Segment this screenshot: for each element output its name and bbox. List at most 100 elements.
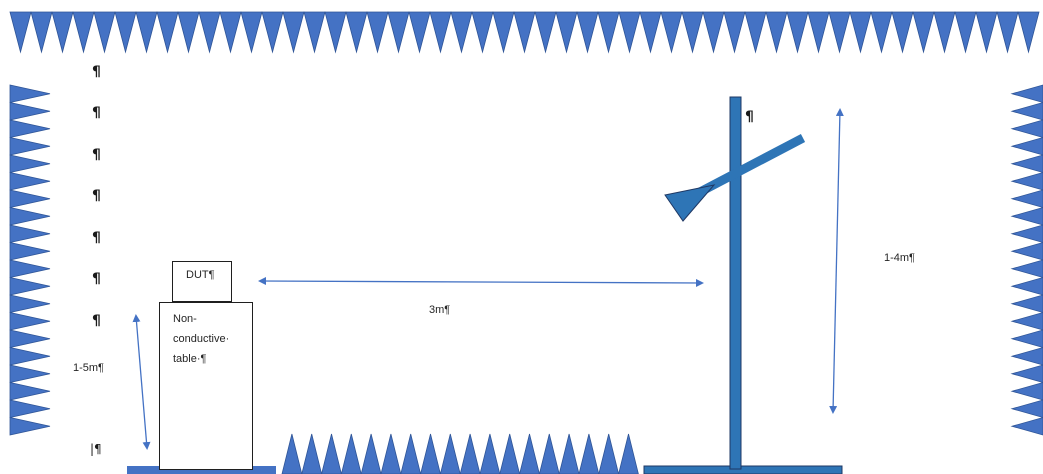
distance-label: 3m¶ [429, 304, 451, 316]
right-wall-absorber-cone [1010, 154, 1043, 173]
table-label-line3: table·¶ [173, 353, 207, 365]
dut-box: DUT¶ [172, 261, 232, 302]
floor-absorber-cone [459, 433, 481, 474]
table-height-arrow [132, 314, 151, 450]
left-wall-absorber-column [9, 84, 51, 436]
end-mark: |¶ [90, 442, 102, 456]
ceiling-absorber-cone [954, 11, 977, 54]
left-wall-absorber-cone [9, 84, 51, 103]
right-wall-absorber-cone [1010, 312, 1043, 331]
ceiling-absorber-cone [345, 11, 368, 54]
ceiling-absorber-cone [807, 11, 830, 54]
paragraph-mark: ¶ [92, 147, 101, 163]
ceiling-absorber-cone [534, 11, 557, 54]
right-wall-absorber-cone [1010, 277, 1043, 296]
ceiling-absorber-cone [912, 11, 935, 54]
ceiling-absorber-cone [660, 11, 683, 54]
left-wall-absorber-cone [9, 277, 51, 296]
right-wall-absorber-cone [1010, 119, 1043, 138]
right-wall-absorber-cone [1010, 329, 1043, 348]
left-wall-absorber-cone [9, 312, 51, 331]
right-wall-absorber-cone [1010, 224, 1043, 243]
ceiling-absorber-cone [849, 11, 872, 54]
paragraph-mark: ¶ [92, 313, 101, 329]
ceiling-absorber-cone [870, 11, 893, 54]
right-wall-absorber-cone [1010, 207, 1043, 226]
paragraph-mark: ¶ [92, 271, 101, 287]
ceiling-absorber-cone [135, 11, 158, 54]
ceiling-absorber-cone [387, 11, 410, 54]
left-wall-absorber-cone [9, 102, 51, 121]
right-wall-absorber-cone [1010, 294, 1043, 313]
left-wall-absorber-cone [9, 154, 51, 173]
ceiling-absorber-cone [681, 11, 704, 54]
ceiling-absorber-cone [177, 11, 200, 54]
paragraph-mark: ¶ [92, 188, 101, 204]
right-wall-absorber-cone [1010, 399, 1043, 418]
left-wall-absorber-cone [9, 224, 51, 243]
ceiling-absorber-cone [366, 11, 389, 54]
floor-absorber-cone [400, 433, 422, 474]
mast-base-plate [643, 465, 843, 474]
table-height-label: 1-5m¶ [73, 362, 104, 374]
left-wall-absorber-cone [9, 399, 51, 418]
floor-absorber-cone [360, 433, 382, 474]
right-wall-absorber-cone [1010, 347, 1043, 366]
left-wall-absorber-cone [9, 329, 51, 348]
right-wall-absorber-cone [1010, 259, 1043, 278]
ceiling-absorber-cone [429, 11, 452, 54]
left-wall-absorber-cone [9, 259, 51, 278]
ceiling-absorber-cone [891, 11, 914, 54]
left-wall-absorber-cone [9, 207, 51, 226]
ceiling-absorber-cone [93, 11, 116, 54]
ceiling-absorber-cone [933, 11, 956, 54]
ceiling-absorber-cone [282, 11, 305, 54]
left-wall-absorber-cone [9, 137, 51, 156]
ceiling-absorber-cone [51, 11, 74, 54]
ceiling-absorber-cone [513, 11, 536, 54]
left-wall-absorber-cone [9, 189, 51, 208]
ceiling-absorber-cone [723, 11, 746, 54]
left-wall-absorber-cone [9, 172, 51, 191]
ceiling-absorber-cone [219, 11, 242, 54]
floor-absorber-cone [558, 433, 580, 474]
ceiling-absorber-cone [786, 11, 809, 54]
ceiling-absorber-cone [72, 11, 95, 54]
ceiling-absorber-cone [1017, 11, 1040, 54]
ceiling-absorber-cone [303, 11, 326, 54]
left-wall-absorber-cone [9, 382, 51, 401]
left-wall-absorber-cone [9, 364, 51, 383]
ceiling-absorber-cone [450, 11, 473, 54]
floor-absorber-cone [380, 433, 402, 474]
floor-absorber-cone [598, 433, 620, 474]
antenna-boom [697, 134, 806, 196]
ceiling-absorber-cone [471, 11, 494, 54]
floor-absorber-cone [618, 433, 639, 474]
right-wall-absorber-cone [1010, 417, 1043, 436]
paragraph-mark: ¶ [92, 230, 101, 246]
ceiling-absorber-cone [114, 11, 137, 54]
left-wall-absorber-cone [9, 242, 51, 261]
ceiling-absorber-cone [198, 11, 221, 54]
ceiling-absorber-cone [744, 11, 767, 54]
ceiling-absorber-cone [618, 11, 641, 54]
ceiling-absorber-cone [9, 11, 32, 54]
floor-absorber-cone [479, 433, 501, 474]
floor-absorber-cone [538, 433, 560, 474]
paragraph-mark: ¶ [92, 64, 101, 80]
ceiling-absorber-cone [324, 11, 347, 54]
floor-absorber-cone [281, 433, 303, 474]
antenna-mast [729, 96, 742, 470]
floor-absorber-cone [340, 433, 362, 474]
right-wall-absorber-column [1010, 84, 1043, 436]
floor-absorber-cone [499, 433, 521, 474]
floor-absorber-cone [578, 433, 600, 474]
ceiling-absorber-row [9, 11, 1040, 54]
ceiling-absorber-cone [240, 11, 263, 54]
floor-absorber-cone [321, 433, 342, 474]
table-label-line1: Non- [173, 313, 197, 325]
floor-absorber-cone [519, 433, 540, 474]
ceiling-absorber-cone [261, 11, 284, 54]
antenna-height-label: 1-4m¶ [884, 252, 915, 264]
